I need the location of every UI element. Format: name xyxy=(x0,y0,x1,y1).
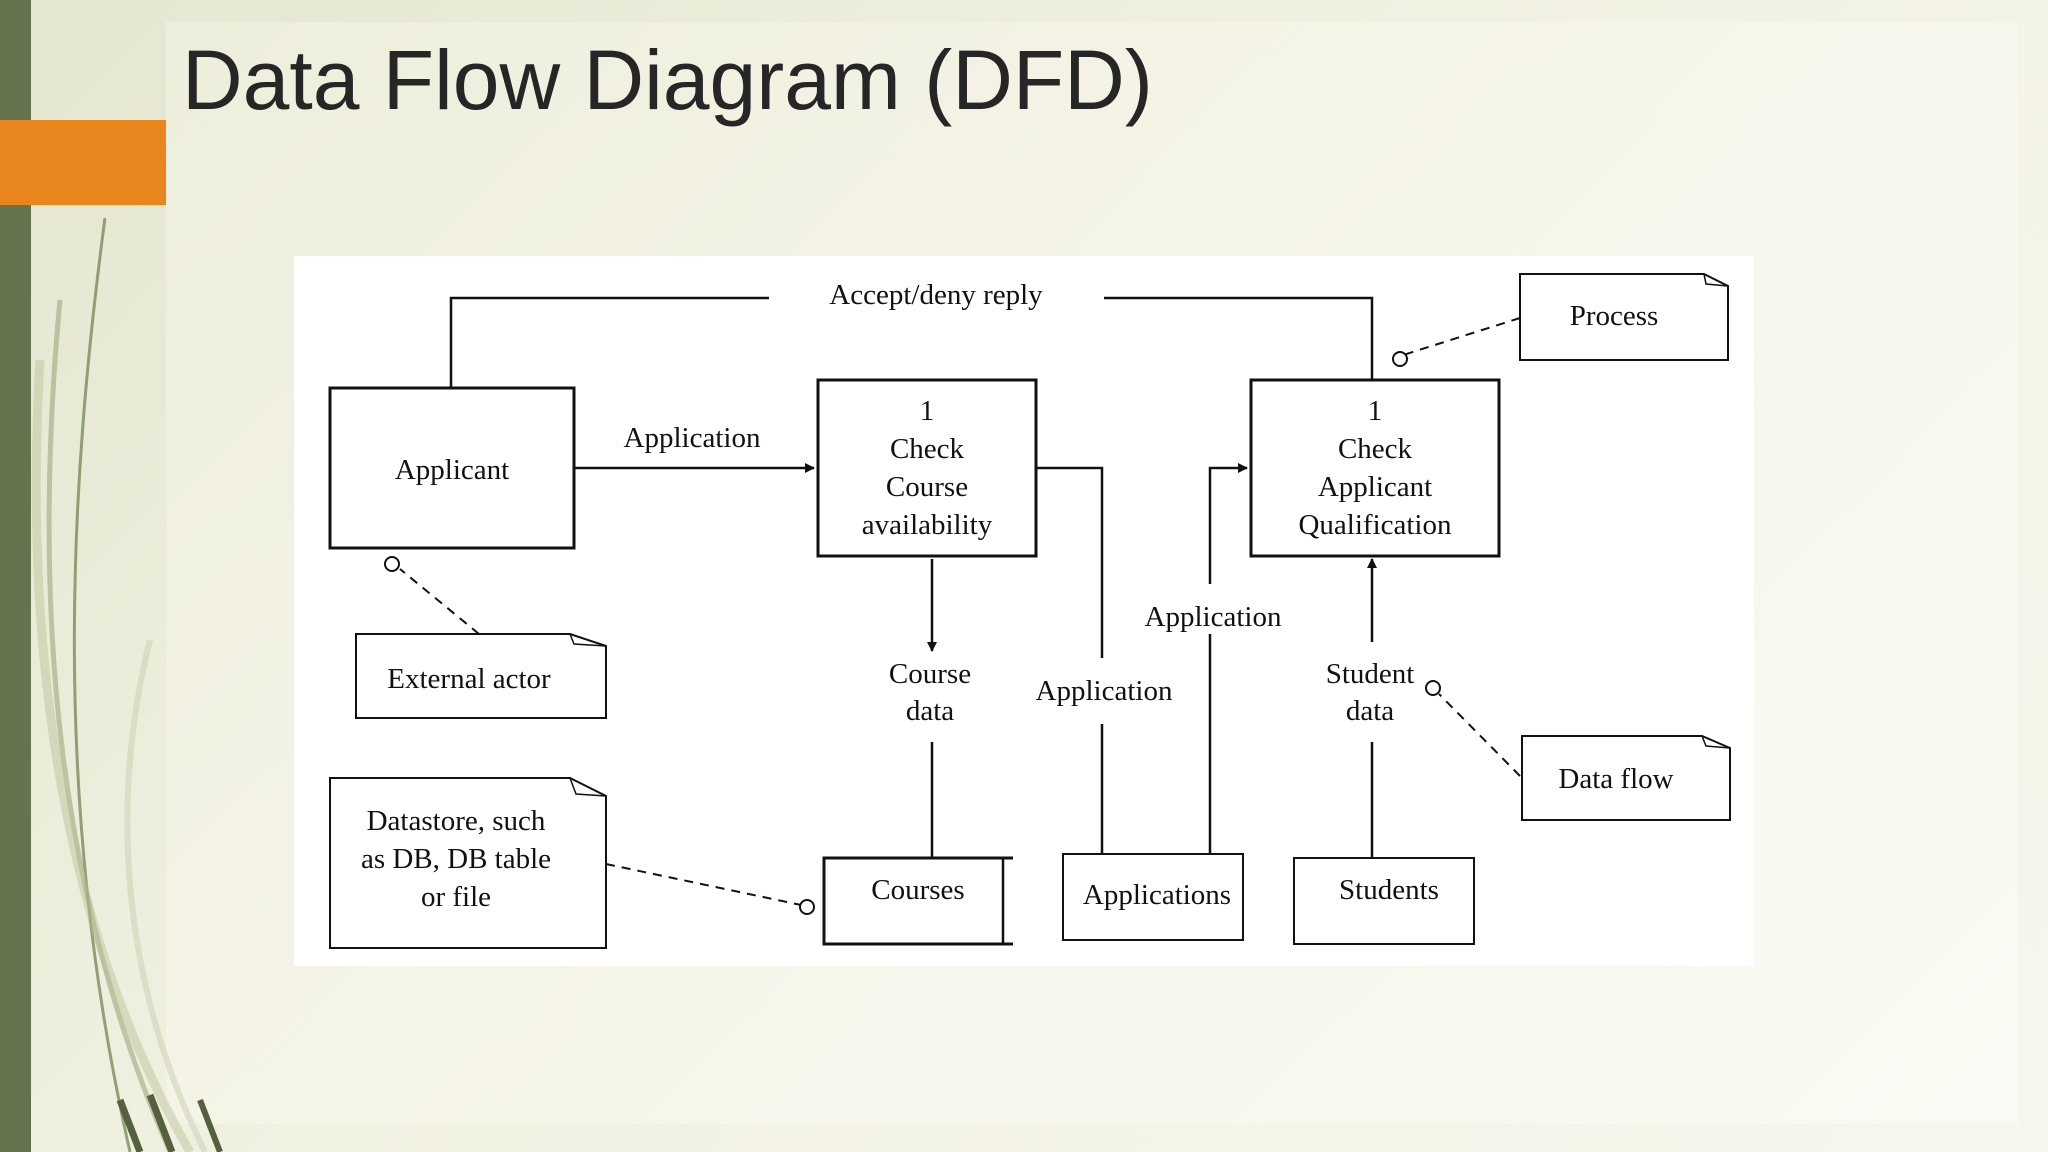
flow-label-student-data-2: data xyxy=(1346,695,1394,727)
legend-datastore-pointer-end xyxy=(799,899,815,915)
legend-note-external-actor xyxy=(355,633,607,719)
legend-external-actor-label: External actor xyxy=(387,663,551,695)
legend-external-actor-pointer xyxy=(399,568,480,635)
legend-note-datastore-fold xyxy=(569,777,607,797)
legend-datastore-line-2: as DB, DB table xyxy=(361,843,551,875)
process-course-line-3: availability xyxy=(862,509,993,541)
external-entity-applicant xyxy=(328,386,576,550)
legend-note-external-actor-fold xyxy=(569,633,607,647)
flow-course-check-to-applications-upper xyxy=(1036,466,1104,658)
legend-process-label: Process xyxy=(1570,300,1659,332)
legend-note-data-flow xyxy=(1521,735,1731,821)
flow-label-application-3: Application xyxy=(1145,601,1282,633)
flow-label-course-data-1: Course xyxy=(889,658,971,690)
process-course-number: 1 xyxy=(920,395,935,427)
reply-flow-right xyxy=(1104,296,1374,380)
legend-datastore-pointer xyxy=(605,863,807,907)
legend-process-pointer-end xyxy=(1392,351,1408,367)
flow-label-application-1: Application xyxy=(624,422,761,454)
datastore-applications-label: Applications xyxy=(1083,879,1231,911)
datastore-courses-label: Courses xyxy=(871,874,964,906)
legend-data-flow-pointer-end xyxy=(1425,680,1441,696)
process-qualification-number: 1 xyxy=(1368,395,1383,427)
datastore-students xyxy=(1293,857,1475,945)
process-qualification-line-2: Applicant xyxy=(1318,471,1432,503)
flow-label-application-2: Application xyxy=(1036,675,1173,707)
legend-data-flow-pointer xyxy=(1438,693,1521,777)
datastore-students-label: Students xyxy=(1339,874,1439,906)
process-check-course xyxy=(816,378,1038,558)
slide-title: Data Flow Diagram (DFD) xyxy=(182,33,1153,127)
flow-label-course-data-2: data xyxy=(906,695,954,727)
datastore-applications xyxy=(1062,853,1244,941)
legend-data-flow-label: Data flow xyxy=(1558,763,1673,795)
dfd-diagram: Accept/deny reply Applicant Application … xyxy=(294,256,1754,966)
legend-process-pointer xyxy=(1399,317,1521,357)
flow-label-accept-deny: Accept/deny reply xyxy=(829,279,1043,311)
legend-external-actor-pointer-end xyxy=(384,556,400,572)
process-course-line-1: Check xyxy=(890,433,965,465)
dfd-diagram-svg: Accept/deny reply Applicant Application … xyxy=(328,273,1731,949)
process-qualification-line-3: Qualification xyxy=(1298,509,1452,541)
process-check-qualification xyxy=(1249,378,1501,558)
flow-applications-to-qualification-upper xyxy=(1208,463,1248,584)
datastore-courses xyxy=(822,856,1013,946)
accent-tab xyxy=(0,120,166,205)
legend-datastore-line-3: or file xyxy=(421,881,491,913)
process-course-line-2: Course xyxy=(886,471,968,503)
legend-datastore-line-1: Datastore, such xyxy=(367,805,546,837)
flow-label-student-data-1: Student xyxy=(1326,658,1415,690)
process-qualification-line-1: Check xyxy=(1338,433,1413,465)
applicant-label: Applicant xyxy=(395,454,509,486)
legend-note-process xyxy=(1519,273,1729,361)
reply-flow-left xyxy=(449,296,769,388)
legend-note-data-flow-fold xyxy=(1701,735,1731,749)
legend-note-datastore xyxy=(329,777,607,949)
legend-note-process-fold xyxy=(1703,273,1729,287)
